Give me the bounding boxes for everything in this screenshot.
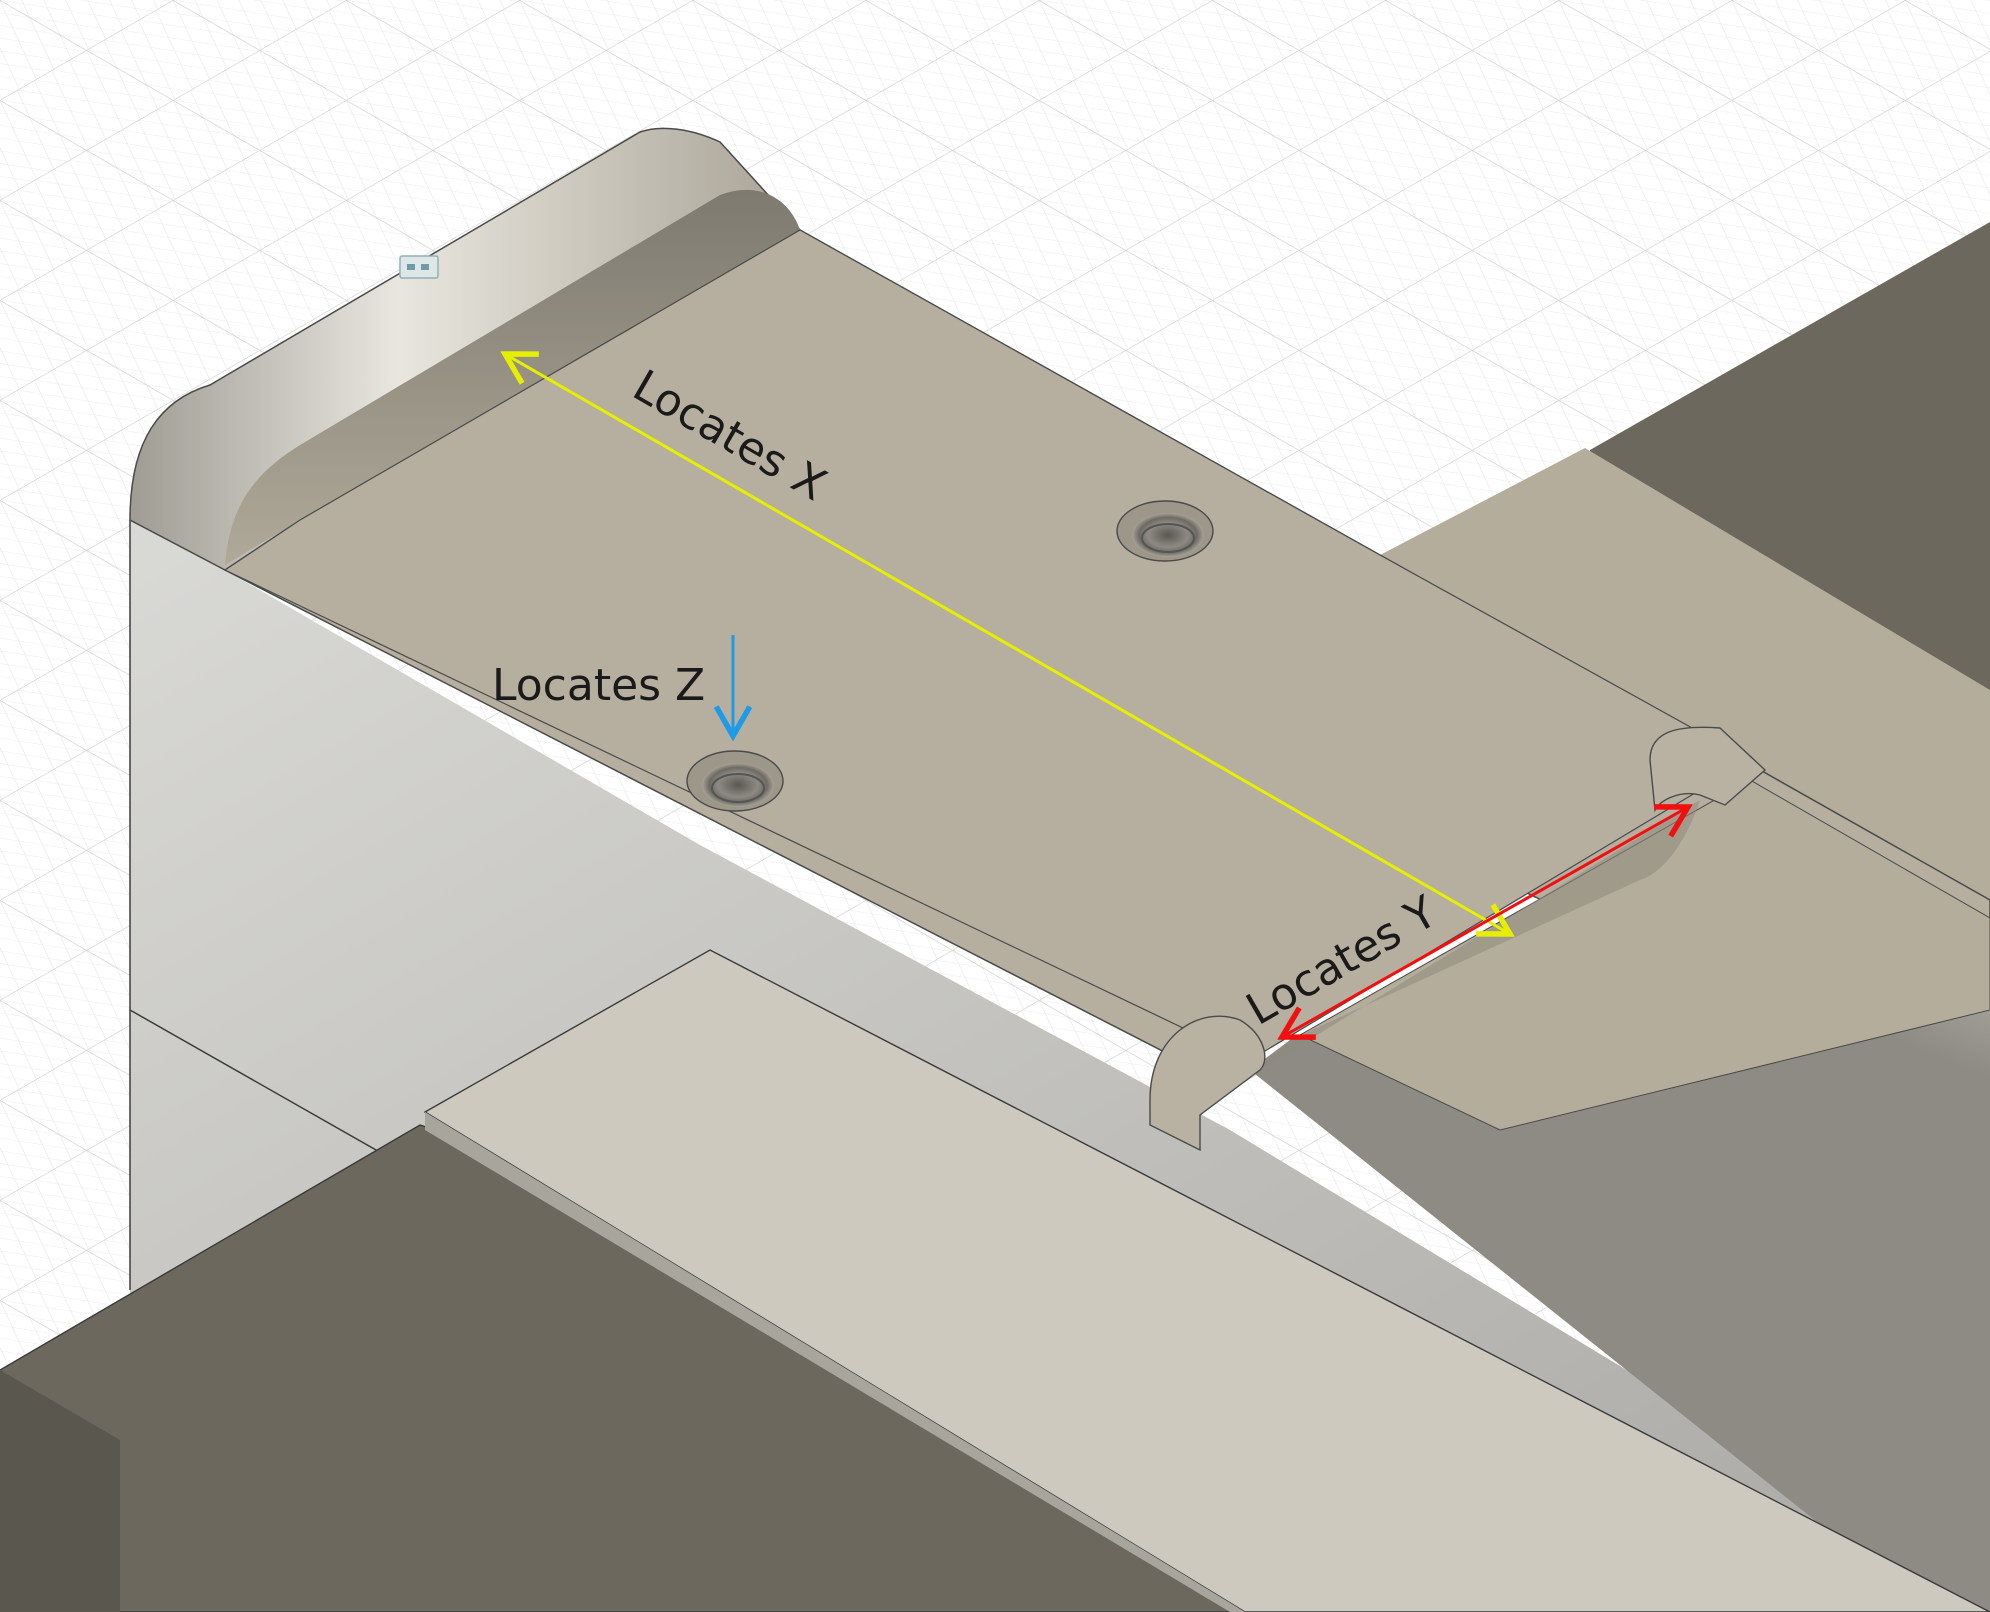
notch-pad-left	[1149, 1015, 1266, 1152]
part-edge	[129, 1009, 421, 1176]
threaded-hole[interactable]	[686, 750, 784, 812]
notch-pad-right	[1649, 726, 1767, 813]
locates-y-arrow	[1277, 804, 1693, 1040]
viewcube-icon[interactable]	[399, 255, 439, 279]
threaded-hole[interactable]	[1116, 500, 1214, 562]
light-plate-edge	[425, 1112, 1245, 1612]
dark-block-lower-front	[0, 1370, 120, 1612]
locates-z-label: Locates Z	[492, 660, 705, 711]
